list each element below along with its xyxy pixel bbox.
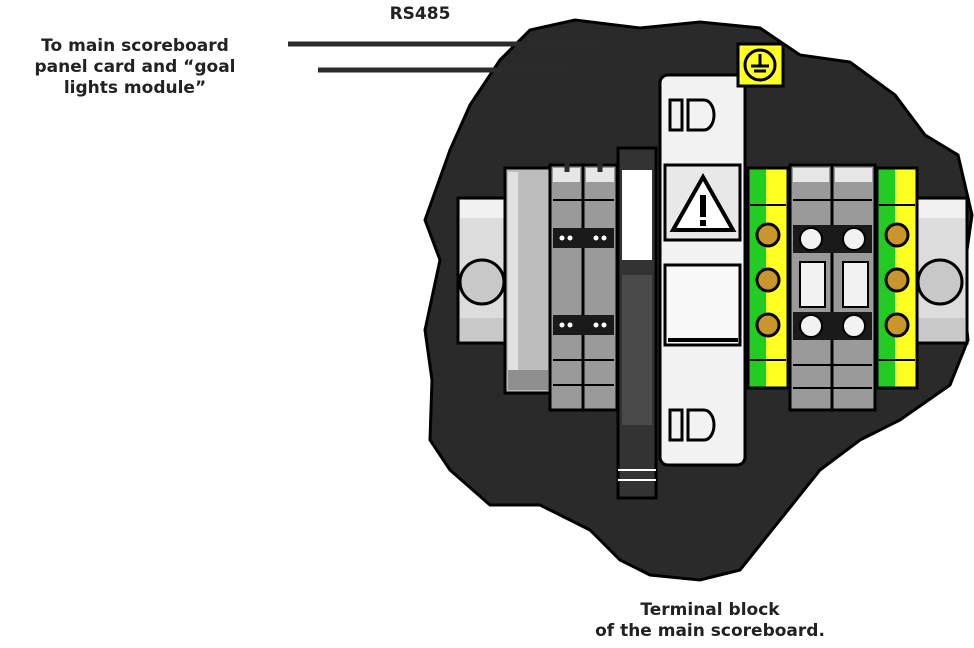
callout-line-3: lights module” bbox=[63, 78, 207, 98]
callout-label: To main scoreboard panel card and “goal … bbox=[0, 36, 270, 99]
diagram-caption: Terminal block of the main scoreboard. bbox=[560, 600, 860, 642]
rs485-wires bbox=[288, 41, 603, 172]
earth-terminal-right bbox=[875, 166, 919, 390]
earth-terminal-left bbox=[746, 166, 790, 390]
separator-module bbox=[616, 146, 658, 500]
din-rail-right bbox=[913, 196, 969, 345]
end-plate bbox=[503, 166, 552, 395]
rs485-label: RS485 bbox=[389, 4, 451, 24]
terminal-pair-middle bbox=[788, 163, 877, 412]
ground-symbol-icon bbox=[736, 42, 785, 88]
din-rail-left bbox=[456, 196, 510, 345]
fuse-module bbox=[658, 73, 747, 467]
callout-line-2: panel card and “goal bbox=[34, 57, 236, 77]
warning-triangle-icon bbox=[669, 172, 737, 232]
callout-line-1: To main scoreboard bbox=[41, 36, 229, 56]
terminal-pair-rs485 bbox=[548, 163, 619, 412]
caption-line-1: Terminal block bbox=[640, 600, 780, 620]
caption-line-2: of the main scoreboard. bbox=[595, 621, 825, 641]
